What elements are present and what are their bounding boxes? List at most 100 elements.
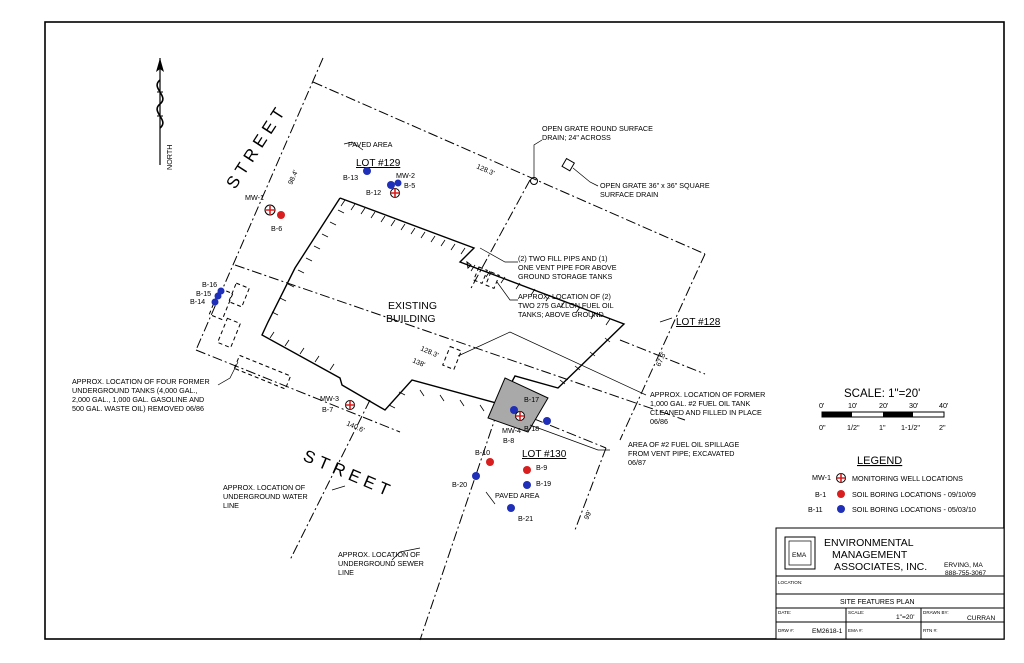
- annotation-former-fuel-tank: APPROX. LOCATION OF FORMER 1,000 GAL. #2…: [650, 390, 765, 426]
- svg-text:RTN #:: RTN #:: [923, 628, 937, 633]
- svg-text:B-9: B-9: [536, 463, 547, 472]
- legend-blue-icon: [837, 505, 845, 513]
- water-line: [289, 399, 371, 561]
- existing-building: [261, 197, 626, 411]
- svg-text:1,000 GAL. #2 FUEL OIL TANK: 1,000 GAL. #2 FUEL OIL TANK: [650, 399, 750, 408]
- svg-text:B-17: B-17: [524, 395, 539, 404]
- svg-text:EMA #:: EMA #:: [848, 628, 863, 633]
- svg-text:DRAIN; 24" ACROSS: DRAIN; 24" ACROSS: [542, 133, 611, 142]
- b-15-blue-point: [214, 292, 222, 300]
- svg-text:B-12: B-12: [366, 188, 381, 197]
- svg-text:FROM VENT PIPE; EXCAVATED: FROM VENT PIPE; EXCAVATED: [628, 449, 735, 458]
- svg-text:06/86: 06/86: [650, 417, 668, 426]
- point-labels: MW-1 B-6 B-13 B-12 MW-2 B-5 B-16 B-15 B-…: [190, 171, 551, 523]
- annotation-fuel-tanks: APPROX. LOCATION OF (2) TWO 275 GALLON F…: [518, 292, 614, 319]
- fill-pipe-icon: [466, 260, 472, 270]
- lot-129-label: LOT #129: [356, 158, 401, 169]
- svg-text:B-5: B-5: [404, 181, 415, 190]
- svg-text:ONE VENT PIPE FOR ABOVE: ONE VENT PIPE FOR ABOVE: [518, 263, 617, 272]
- svg-text:LINE: LINE: [338, 568, 354, 577]
- svg-text:B-13: B-13: [343, 173, 358, 182]
- svg-text:SOIL BORING LOCATIONS - 09/10/: SOIL BORING LOCATIONS - 09/10/09: [852, 490, 976, 499]
- mw-4-well-icon: [515, 411, 525, 421]
- sample-points: [211, 167, 551, 512]
- lot-line-north: [312, 81, 706, 255]
- svg-text:MW-2: MW-2: [396, 171, 415, 180]
- svg-text:1-1/2": 1-1/2": [901, 423, 920, 432]
- svg-text:AREA OF #2 FUEL OIL SPILLAGE: AREA OF #2 FUEL OIL SPILLAGE: [628, 440, 740, 449]
- svg-text:1"=20': 1"=20': [896, 614, 914, 621]
- svg-text:DATE:: DATE:: [778, 610, 791, 615]
- lot-line-lot130-east: [574, 447, 607, 531]
- mw-3-well-icon: [345, 400, 355, 410]
- b-17-blue-point: [510, 406, 518, 414]
- svg-text:B-21: B-21: [518, 514, 533, 523]
- ema-logo-icon: EMA: [784, 536, 816, 570]
- scale-title: SCALE: 1"=20': [844, 388, 920, 400]
- svg-text:B-18: B-18: [524, 424, 539, 433]
- svg-text:30': 30': [909, 401, 919, 410]
- legend-red-icon: [837, 490, 845, 498]
- svg-text:MW-3: MW-3: [320, 394, 339, 403]
- svg-text:GROUND STORAGE TANKS: GROUND STORAGE TANKS: [518, 272, 612, 281]
- svg-text:MW-4: MW-4: [502, 426, 521, 435]
- svg-text:B-15: B-15: [196, 289, 211, 298]
- svg-text:B-8: B-8: [503, 436, 514, 445]
- svg-text:EM2618-1: EM2618-1: [812, 628, 843, 635]
- svg-text:888-755-3067: 888-755-3067: [945, 570, 986, 577]
- svg-text:2,000 GAL., 1,000 GAL. GASOLIN: 2,000 GAL., 1,000 GAL. GASOLINE AND: [72, 395, 204, 404]
- svg-text:B-1: B-1: [815, 490, 826, 499]
- svg-text:APPROX. LOCATION OF: APPROX. LOCATION OF: [338, 550, 421, 559]
- former-tanks: [208, 282, 292, 390]
- b-20-blue-point: [472, 472, 480, 480]
- lot-line-interior: [469, 179, 531, 291]
- b-5-blue-point: [387, 181, 395, 189]
- dim-99: 99': [583, 510, 593, 521]
- svg-text:LINE: LINE: [223, 501, 239, 510]
- dim-128-3-mid: 128.3': [419, 345, 439, 359]
- b-6-red-point: [277, 211, 285, 219]
- svg-text:B-7: B-7: [322, 405, 333, 414]
- svg-text:B-10: B-10: [475, 448, 490, 457]
- b-14-blue-point: [211, 298, 219, 306]
- b-19-blue-point: [523, 481, 531, 489]
- svg-text:20': 20': [879, 401, 889, 410]
- svg-text:B-14: B-14: [190, 297, 205, 306]
- svg-text:APPROX. LOCATION OF FOUR FORME: APPROX. LOCATION OF FOUR FORMER: [72, 377, 210, 386]
- svg-text:DRAWN BY:: DRAWN BY:: [923, 610, 949, 615]
- street-edge-west: [195, 57, 324, 351]
- title-block: EMA ENVIRONMENTAL MANAGEMENT ASSOCIATES,…: [775, 527, 1005, 640]
- sheet-border: [44, 21, 1005, 640]
- svg-text:B-20: B-20: [452, 480, 467, 489]
- north-label: NORTH: [165, 145, 174, 170]
- svg-text:(2) TWO FILL PIPS AND (1): (2) TWO FILL PIPS AND (1): [518, 254, 607, 263]
- svg-text:SOIL BORING LOCATIONS - 05/03/: SOIL BORING LOCATIONS - 05/03/10: [852, 505, 976, 514]
- legend: LEGEND MW-1 MONITORING WELL LOCATIONS B-…: [808, 455, 976, 514]
- lot-line-east: [619, 253, 706, 441]
- b-18-blue-point: [543, 417, 551, 425]
- lot-128-label: LOT #128: [676, 317, 721, 328]
- dim-67-3: 67.3': [655, 351, 667, 368]
- svg-text:ASSOCIATES, INC.: ASSOCIATES, INC.: [834, 561, 927, 573]
- svg-text:LOCATION:: LOCATION:: [778, 580, 802, 585]
- paved-area-label-1: PAVED AREA: [348, 140, 393, 149]
- square-drain-icon: [561, 157, 576, 172]
- svg-text:2": 2": [939, 423, 946, 432]
- svg-text:UNDERGROUND SEWER: UNDERGROUND SEWER: [338, 559, 424, 568]
- annotation-fill-pipes: (2) TWO FILL PIPS AND (1) ONE VENT PIPE …: [518, 254, 617, 281]
- svg-text:SURFACE DRAIN: SURFACE DRAIN: [600, 190, 658, 199]
- svg-text:ENVIRONMENTAL: ENVIRONMENTAL: [824, 537, 914, 549]
- svg-text:B-16: B-16: [202, 280, 217, 289]
- former-fuel-tank: [442, 345, 462, 371]
- b-10-red-point: [486, 458, 494, 466]
- b-13-blue-point: [363, 167, 371, 175]
- paved-area-label-2: PAVED AREA: [495, 491, 540, 500]
- north-arrow-icon: [156, 58, 164, 165]
- sewer-line: [419, 394, 504, 641]
- svg-text:10': 10': [848, 401, 858, 410]
- svg-text:500 GAL. WASTE OIL) REMOVED 06: 500 GAL. WASTE OIL) REMOVED 06/86: [72, 404, 204, 413]
- svg-text:MONITORING WELL LOCATIONS: MONITORING WELL LOCATIONS: [852, 474, 963, 483]
- svg-text:0': 0': [819, 401, 825, 410]
- lot-line-lot128: [619, 339, 706, 375]
